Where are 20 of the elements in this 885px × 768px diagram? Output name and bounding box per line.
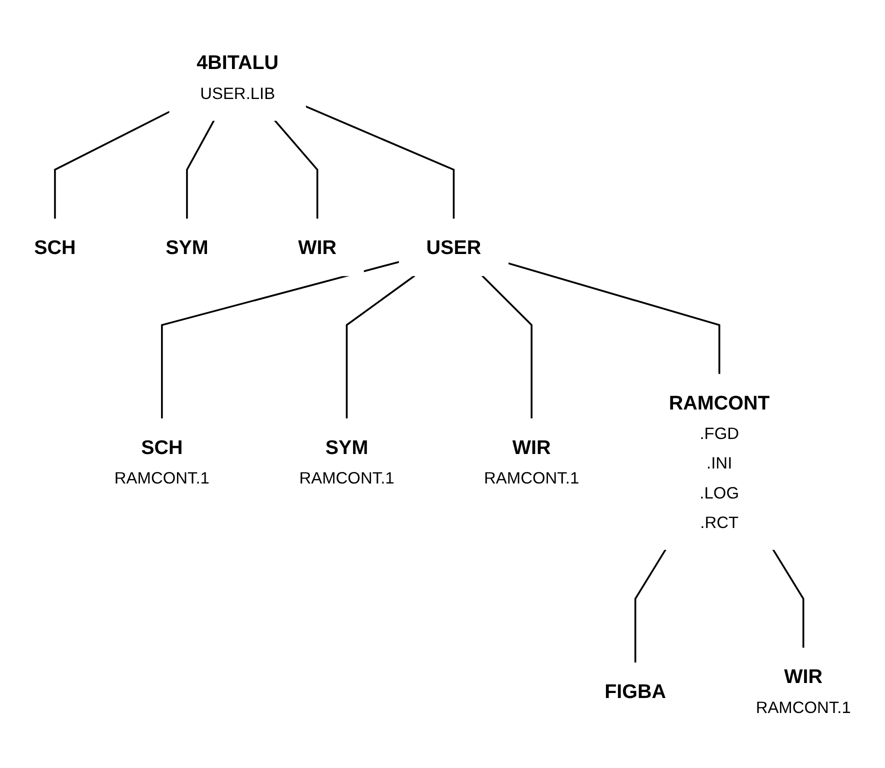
node-text: SYM RAMCONT.1 bbox=[299, 436, 394, 487]
connector bbox=[634, 548, 666, 663]
connector bbox=[508, 262, 720, 374]
connector bbox=[305, 105, 455, 219]
connector bbox=[161, 260, 400, 419]
node-text: RAMCONT .FGD .INI .LOG .RCT bbox=[668, 391, 770, 532]
node-text: WIR RAMCONT.1 bbox=[484, 436, 580, 487]
node-text: SCH RAMCONT.1 bbox=[114, 436, 210, 487]
connector bbox=[274, 120, 318, 219]
node-text: USER bbox=[426, 236, 482, 258]
connector bbox=[54, 110, 170, 219]
node-text: 4BITALU USER.LIB bbox=[196, 50, 279, 102]
connector bbox=[186, 120, 215, 219]
connector bbox=[481, 274, 532, 419]
node-text: SYM bbox=[166, 236, 208, 258]
node-text: WIR RAMCONT.1 bbox=[756, 664, 851, 716]
connector bbox=[772, 548, 804, 648]
node-text: SCH bbox=[34, 236, 76, 258]
node-text: FIGBA bbox=[604, 680, 666, 702]
connector bbox=[346, 274, 416, 419]
